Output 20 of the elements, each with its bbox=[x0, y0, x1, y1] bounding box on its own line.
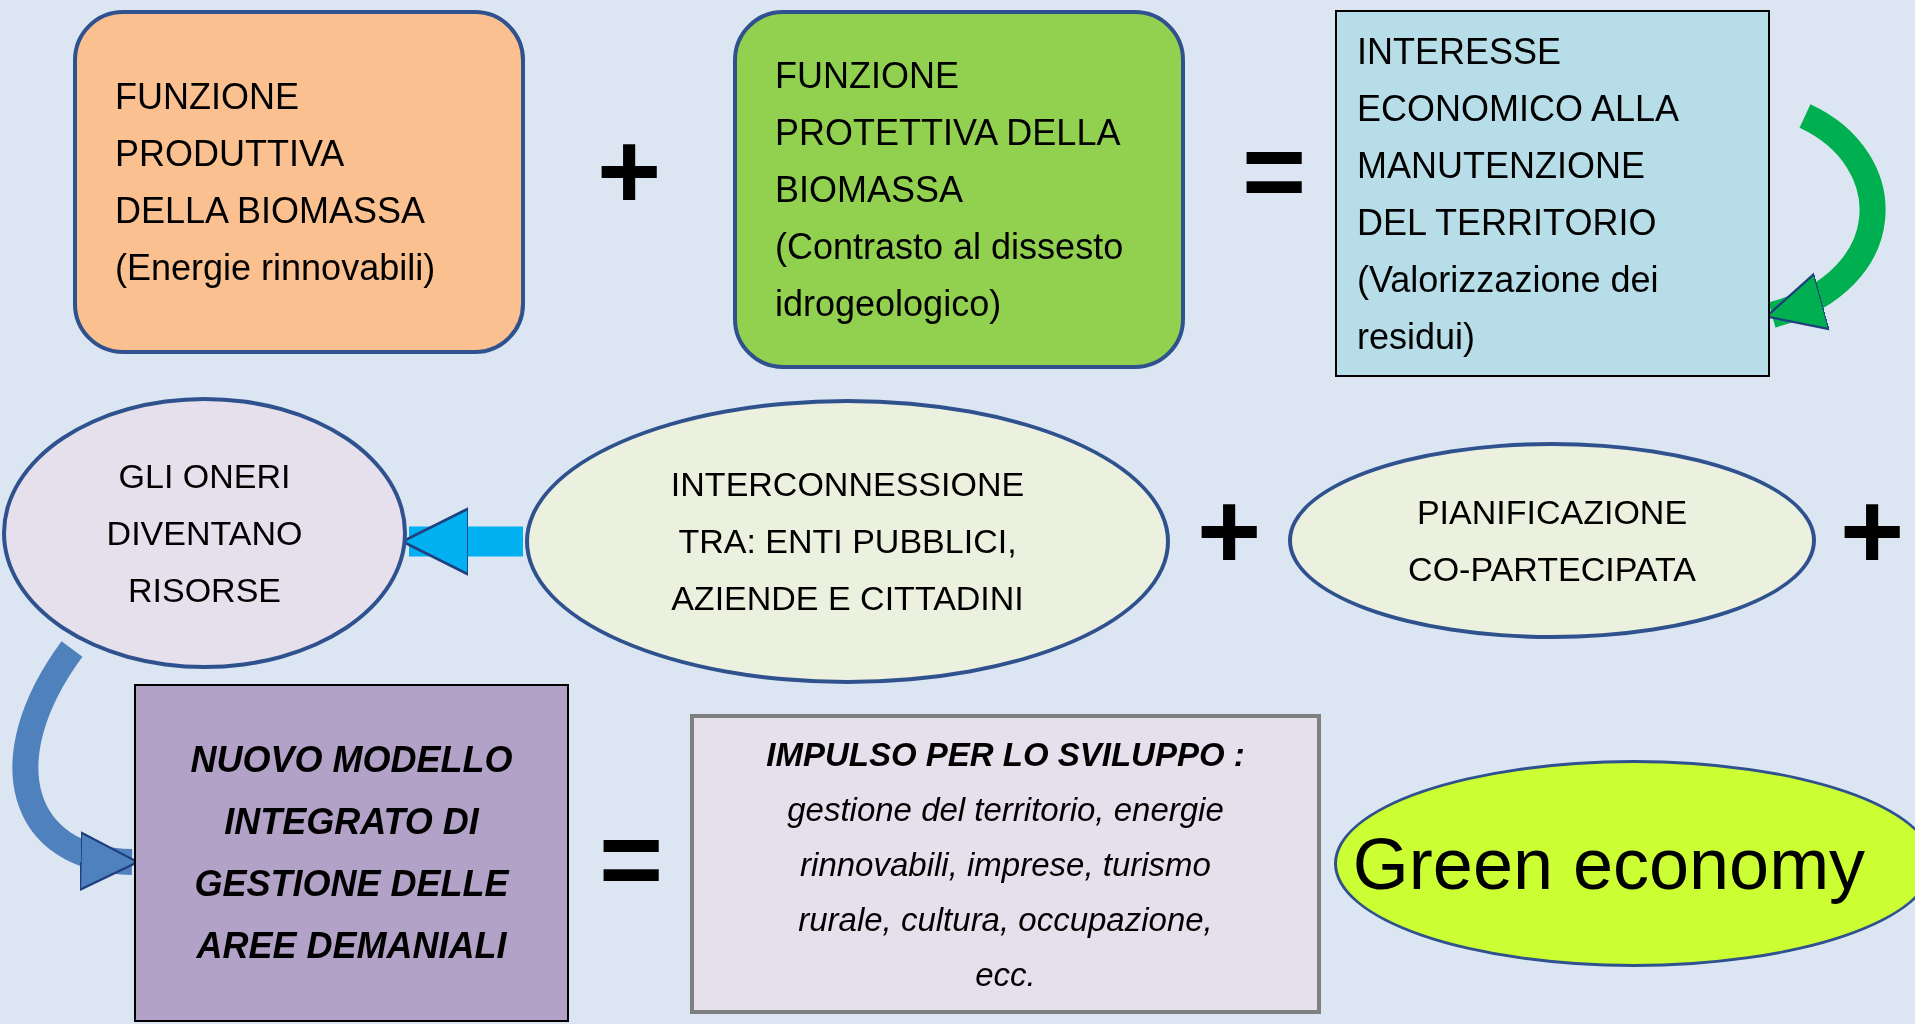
node-text: IMPULSO PER LO SVILUPPO : bbox=[765, 734, 1246, 775]
node-text: Green economy bbox=[1351, 823, 1867, 904]
process-box bbox=[690, 714, 1321, 1014]
node-text: PIANIFICAZIONE CO-PARTECIPATA bbox=[1407, 491, 1697, 590]
process-box bbox=[733, 10, 1185, 369]
node-text: INTERESSE ECONOMICO ALLA MANUTENZIONE DEL TERRITORIO (Valorizzazione dei residui) bbox=[1357, 29, 1679, 359]
node-text: NUOVO MODELLO INTEGRATO DI GESTIONE DELLE AREE DEMANIALI bbox=[189, 738, 514, 968]
node-text: gestione del territorio, energie rinnovabili, imprese, turismo rurale, cultura, occupazione, ecc. bbox=[786, 789, 1225, 995]
operator-sign: = bbox=[1241, 116, 1307, 226]
node-text: FUNZIONE PROTETTIVA DELLA BIOMASSA (Contrasto al dissesto idrogeologico) bbox=[775, 54, 1125, 326]
node-text: GLI ONERI DIVENTANO RISORSE bbox=[105, 455, 304, 611]
process-box bbox=[134, 684, 569, 1022]
operator-sign: + bbox=[596, 116, 662, 226]
operator-sign: = bbox=[598, 804, 664, 914]
process-box bbox=[1335, 10, 1770, 377]
operator-sign: + bbox=[1196, 476, 1262, 586]
operator-sign: + bbox=[1839, 476, 1905, 586]
node-text: INTERCONNESSIONE TRA: ENTI PUBBLICI, AZIENDE E CITTADINI bbox=[669, 464, 1026, 619]
node-text: FUNZIONE PRODUTTIVA DELLA BIOMASSA (Energie rinnovabili) bbox=[115, 75, 437, 290]
process-box bbox=[73, 10, 525, 354]
